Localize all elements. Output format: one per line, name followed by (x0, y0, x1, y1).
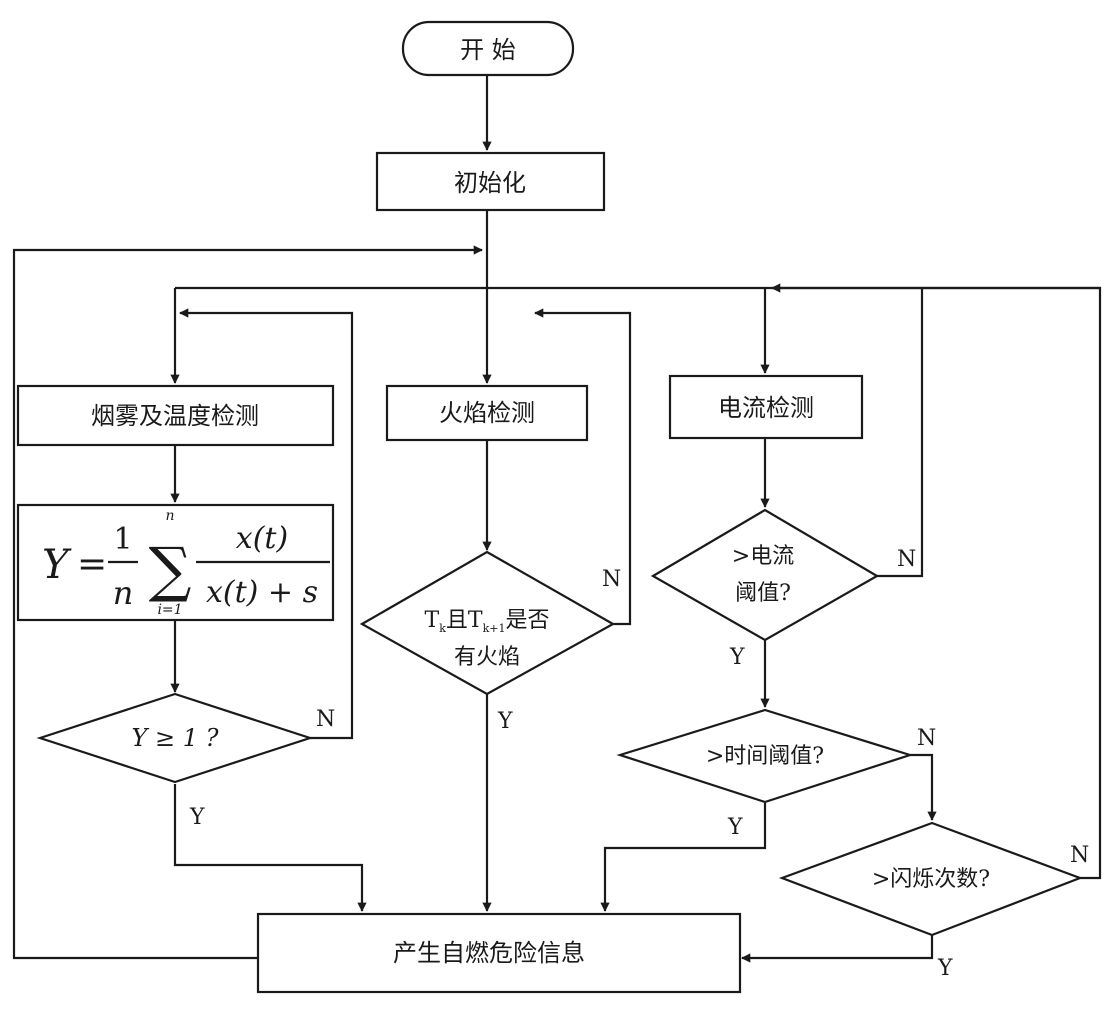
decision-flame: Tk且Tk+1是否 有火焰 (362, 552, 613, 694)
start-node: 开 始 (403, 22, 573, 75)
decision-flicker: >闪烁次数? (782, 823, 1080, 935)
decision-time: >时间阈值? (620, 710, 910, 802)
decision-current: >电流 阈值? (653, 510, 877, 640)
edge-flicker-yes (742, 935, 932, 958)
label-n-time: N (917, 726, 936, 751)
label-y-y-threshold: Y (189, 805, 205, 830)
result-label: 产生自燃危险信息 (393, 939, 585, 967)
formula-lhs: Y (42, 542, 72, 588)
formula-n: n (113, 574, 134, 612)
label-y-flicker: Y (937, 956, 953, 981)
label-n-flicker: N (1070, 843, 1089, 868)
formula-lower: i=1 (157, 602, 182, 618)
formula-sum: ∑ (149, 535, 192, 605)
label-n-flame: N (602, 567, 621, 592)
current-node: 电流检测 (670, 376, 862, 438)
decision-flame-line2: 有火焰 (454, 645, 520, 670)
edge-time-no (910, 755, 932, 820)
decision-current-line1: >电流 (732, 544, 794, 569)
formula-box: Y = 1 n n ∑ i=1 x(t) x(t) + s (18, 505, 333, 620)
decision-y-threshold: Y ≥ 1 ? (40, 694, 310, 782)
formula-upper: n (165, 508, 174, 524)
label-y-flame: Y (497, 709, 513, 734)
label-y-time: Y (727, 815, 743, 840)
smoke-label: 烟雾及温度检测 (91, 402, 259, 430)
decision-y-label: Y ≥ 1 ? (132, 724, 219, 752)
flame-label: 火焰检测 (439, 399, 535, 427)
edge-y-yes (175, 784, 362, 911)
result-node: 产生自燃危险信息 (258, 914, 740, 992)
label-n-y-threshold: N (316, 707, 335, 732)
smoke-node: 烟雾及温度检测 (18, 386, 333, 445)
init-label: 初始化 (454, 169, 526, 197)
formula-eq: = (77, 544, 107, 585)
flame-node: 火焰检测 (387, 386, 587, 440)
init-node: 初始化 (377, 153, 604, 210)
edge-current-no-loop (877, 288, 922, 576)
label-y-current: Y (729, 645, 745, 670)
start-label: 开 始 (460, 36, 516, 64)
decision-flicker-label: >闪烁次数? (872, 867, 990, 892)
formula-num: x(t) (236, 521, 288, 556)
formula-den: x(t) + s (206, 575, 318, 610)
decision-time-label: >时间阈值? (706, 744, 824, 769)
label-n-current: N (897, 547, 916, 572)
formula-one: 1 (113, 522, 132, 557)
decision-current-line2: 阈值? (735, 581, 791, 606)
current-label: 电流检测 (718, 394, 814, 422)
